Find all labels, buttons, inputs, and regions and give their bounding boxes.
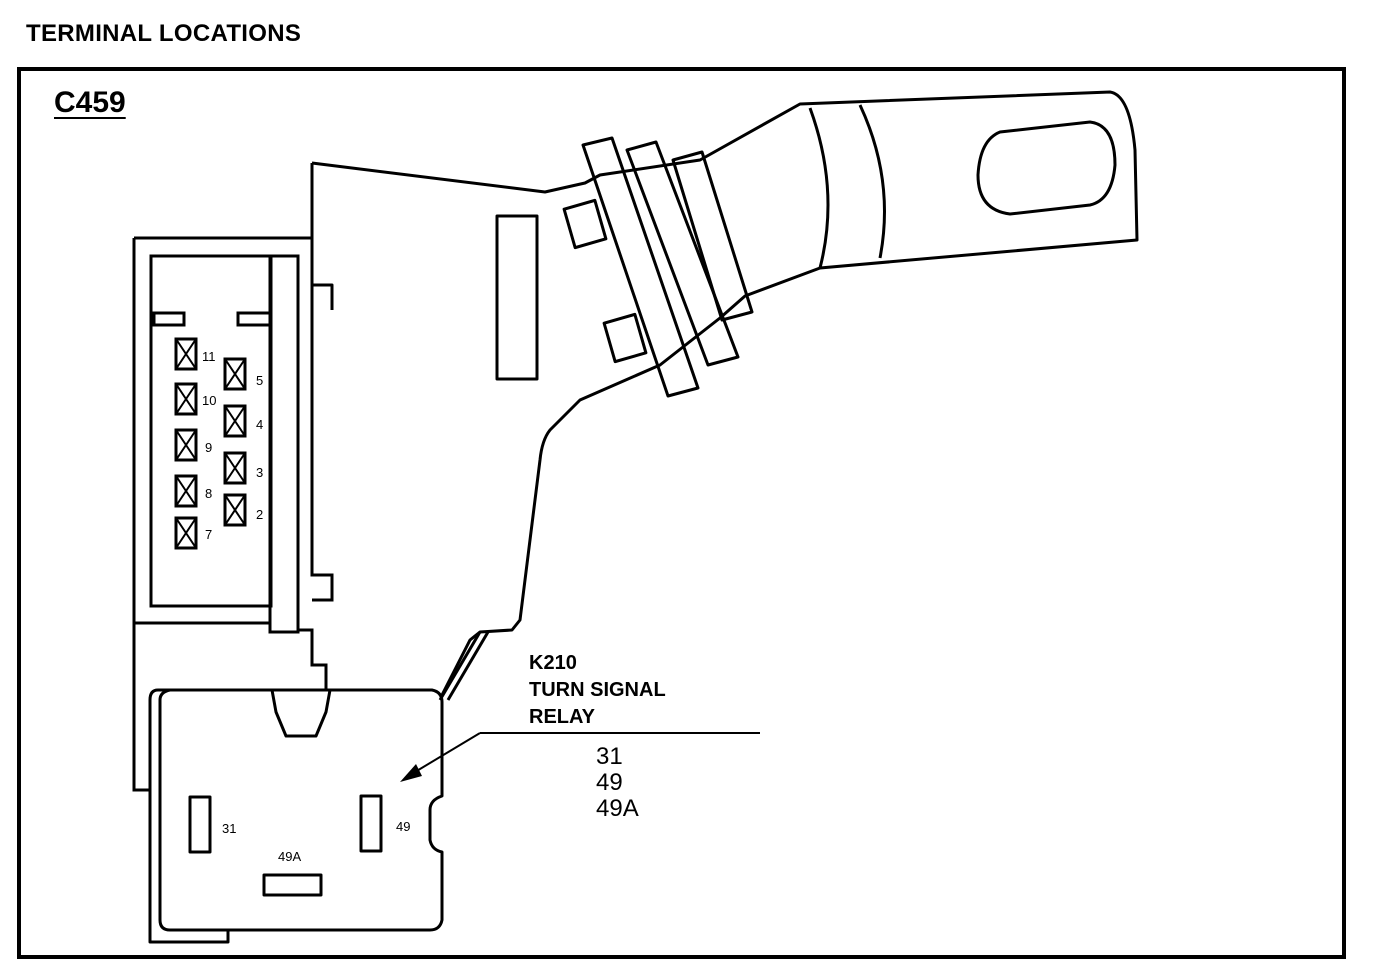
relay-terminal-label-49: 49 (396, 819, 411, 834)
relay-terminal-label-49a: 49A (278, 849, 302, 864)
pin-label-7: 7 (205, 527, 213, 542)
pin-label-8: 8 (205, 486, 213, 501)
pin-2 (223, 493, 247, 527)
callout-line-1: K210 (529, 652, 577, 674)
pin-7 (174, 516, 198, 550)
pin-10 (174, 382, 198, 416)
pin-label-5: 5 (256, 373, 264, 388)
frame-border (17, 67, 1346, 959)
relay-callout: K210 TURN SIGNAL RELAY (529, 650, 666, 731)
pin-label-10: 10 (202, 393, 217, 408)
pin-3 (223, 451, 247, 485)
pin-4 (223, 404, 247, 438)
relay-terminal-list: 31 49 49A (596, 744, 639, 822)
turn-signal-relay (148, 665, 444, 944)
callout-leader (400, 732, 760, 782)
pin-8 (174, 474, 198, 508)
connector-id: C459 (54, 86, 126, 119)
pin-5 (223, 357, 247, 391)
callout-line-3: RELAY (529, 706, 595, 728)
terminal-list-item: 31 (596, 743, 623, 770)
relay-terminal-label-31: 31 (222, 821, 237, 836)
pin-label-2: 2 (256, 507, 264, 522)
pin-label-3: 3 (256, 465, 264, 480)
callout-line-2: TURN SIGNAL (529, 679, 666, 701)
page-title: TERMINAL LOCATIONS (26, 20, 302, 47)
multifunction-switch (310, 90, 1139, 701)
pin-11 (174, 337, 198, 371)
pin-9 (174, 428, 198, 462)
pin-label-4: 4 (256, 417, 264, 432)
arrow-icon (400, 764, 422, 782)
terminal-list-item: 49 (596, 769, 623, 796)
pin-label-11: 11 (202, 349, 216, 364)
terminal-list-item: 49A (596, 795, 639, 822)
pin-label-9: 9 (205, 440, 213, 455)
